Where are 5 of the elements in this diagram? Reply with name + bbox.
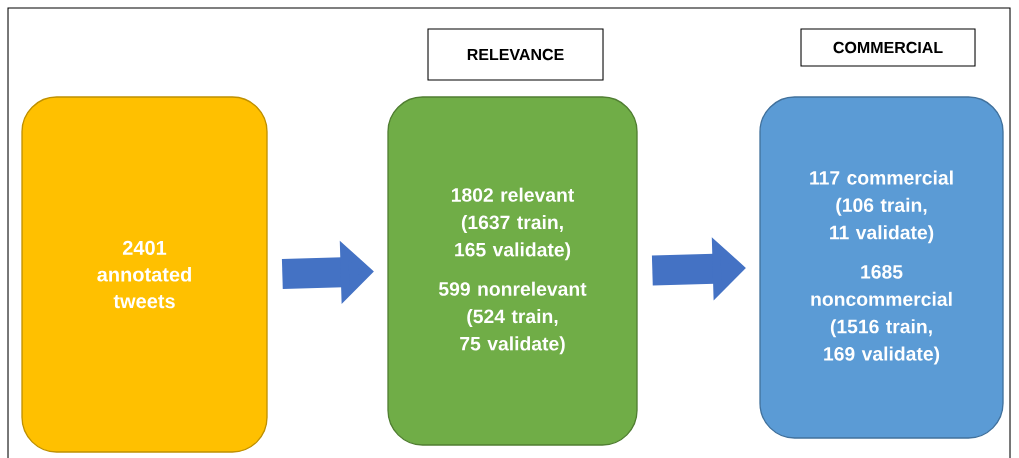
- stage-heading-box: RELEVANCE: [427, 28, 604, 81]
- data-box: 2401 annotated tweets: [21, 96, 268, 453]
- commercial-box: 117 commercial (106 train, 11 validate) 1685 noncommercial (1516 train, 169 validate): [759, 96, 1004, 439]
- relevance-box: 1802 relevant (1637 train, 165 validate) 599 nonrelevant (524 train, 75 validate): [387, 96, 638, 446]
- stage-heading-box: COMMERCIAL: [800, 28, 976, 67]
